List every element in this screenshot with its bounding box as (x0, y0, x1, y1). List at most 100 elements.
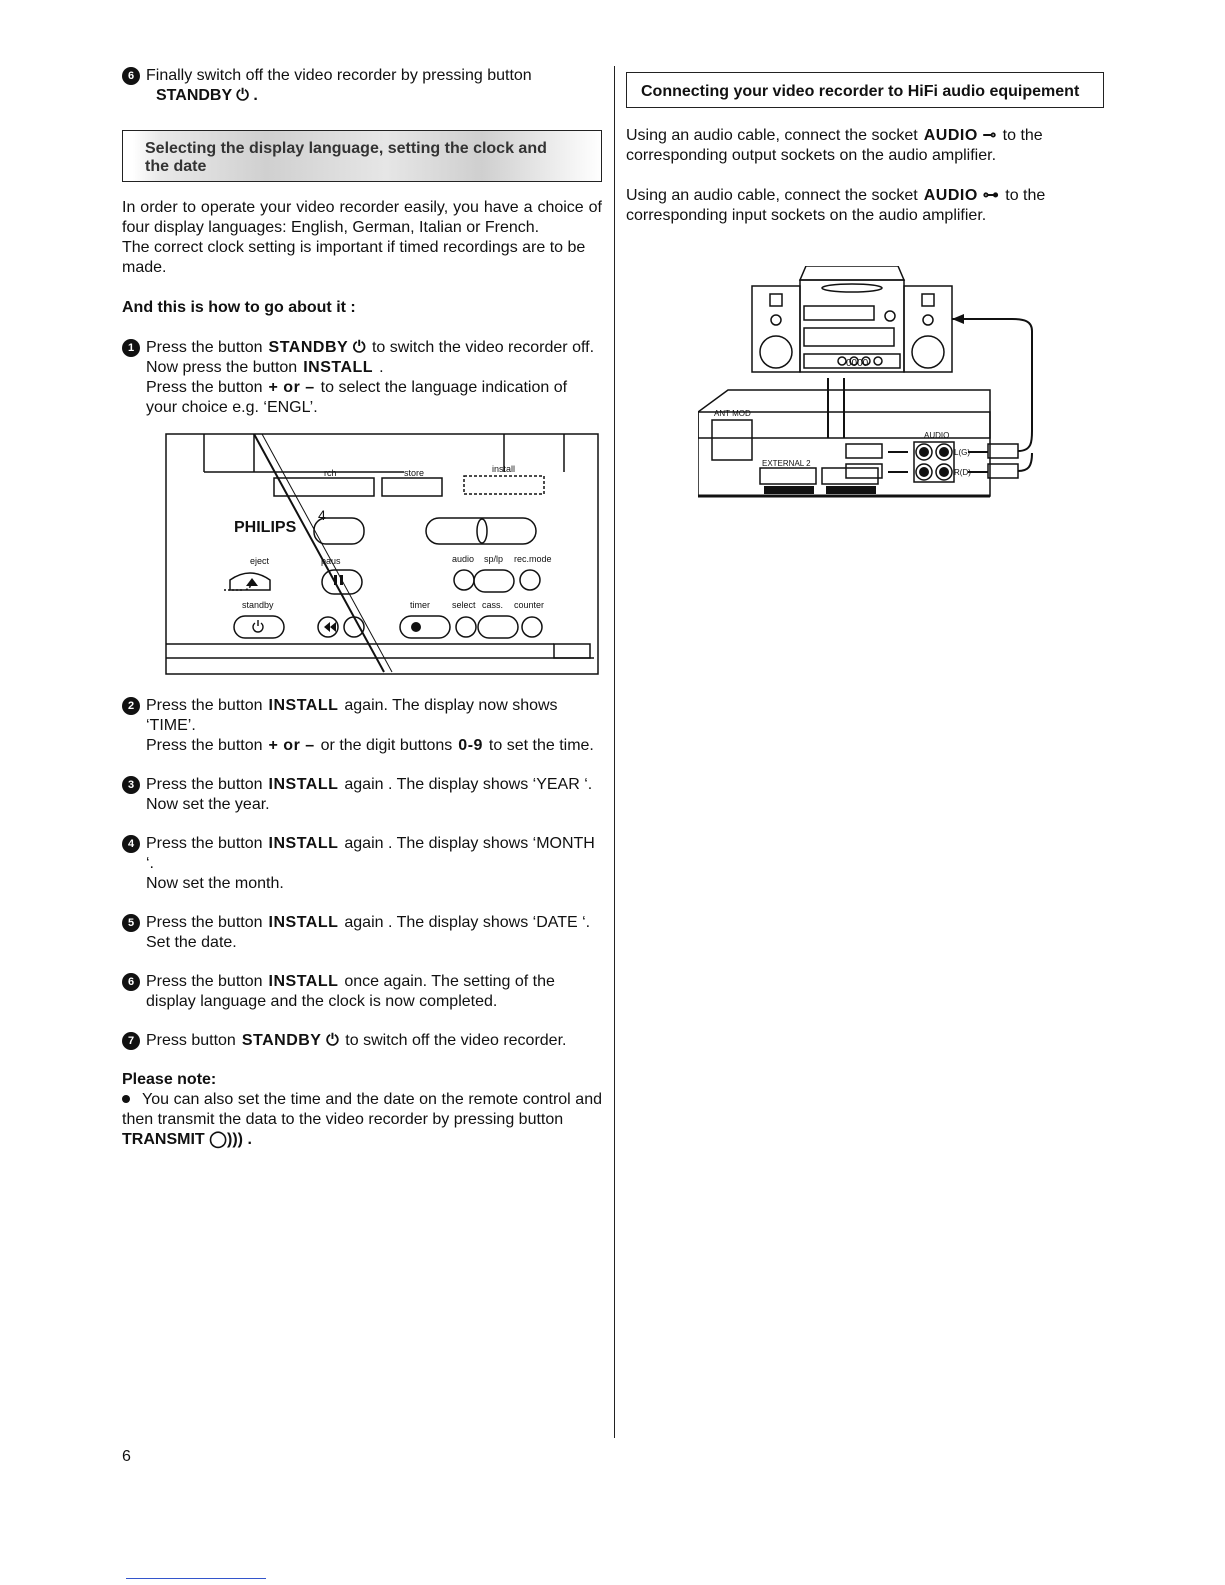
hifi-para-1-a: Using an audio cable, connect the socket (626, 127, 918, 144)
cable-to-amplifier (952, 318, 1033, 452)
hifi-para-1-b: to the corresponding output sockets on t… (626, 127, 1043, 164)
step-number-badge: 7 (122, 1032, 140, 1050)
panel-label-audio: audio (452, 554, 474, 564)
section-heading-line1: Selecting the display language, setting … (145, 140, 547, 157)
hifi-connection-diagram: 0000 ANT MOD EXTERNAL 2 AUDIO L(G) R(D) (698, 266, 1104, 526)
step-5-text-b: again . The display shows ‘DATE ‘. (344, 914, 591, 931)
step-number-badge: 6 (122, 973, 140, 991)
plus-minus-key: + or – (268, 737, 315, 754)
panel-label-counter: counter (514, 600, 544, 610)
vcr-label-external2: EXTERNAL 2 (762, 459, 811, 468)
digit-keys: 0-9 (458, 737, 483, 754)
vcr-label-right: R(D) (954, 468, 971, 477)
panel-label-splp: sp/lp (484, 554, 503, 564)
hifi-diagram-svg: 0000 ANT MOD EXTERNAL 2 AUDIO L(G) R(D) (698, 266, 1033, 498)
install-key: INSTALL (268, 776, 339, 793)
turntable-lid (798, 266, 906, 281)
step-number-badge: 4 (122, 835, 140, 853)
step-number-badge: 3 (122, 776, 140, 794)
standby-power-icon (252, 620, 264, 633)
bullet-icon (122, 1095, 130, 1103)
panel-outline (165, 433, 599, 675)
right-column: Connecting your video recorder to HiFi a… (626, 66, 1104, 526)
step-2-text-d: or the digit buttons (320, 737, 453, 754)
panel-label-timer: timer (410, 600, 430, 610)
footer-line (126, 1578, 266, 1579)
plus-minus-key: + or – (268, 379, 315, 396)
standby-key: STANDBY ⏻ (268, 339, 366, 356)
step-2-text-a: Press the button (146, 697, 263, 714)
audio-out-key: AUDIO ⊸ (923, 127, 997, 144)
vcr-front-panel-illustration: PHILIPS rch store install eject paus aud… (164, 432, 602, 682)
step-1-text-b: to switch the video recorder off. (371, 339, 595, 356)
section-heading-hifi: Connecting your video recorder to HiFi a… (626, 72, 1104, 108)
vcr-panel-svg: PHILIPS rch store install eject paus aud… (165, 433, 599, 675)
panel-label-store: store (404, 468, 424, 478)
column-divider (614, 66, 615, 1438)
timer-icon (411, 622, 421, 632)
left-speaker (751, 285, 801, 373)
panel-label-four: 4 (318, 507, 326, 523)
panel-label-select: select (452, 600, 476, 610)
panel-label-standby: standby (242, 600, 274, 610)
transmit-key: TRANSMIT ◯))) . (122, 1131, 252, 1148)
hifi-display-digits: 0000 (846, 358, 869, 369)
arrow-icon (952, 314, 964, 324)
note-body: You can also set the time and the date o… (122, 1091, 602, 1128)
intro-step-text: Finally switch off the video recorder by… (146, 67, 532, 84)
step-4-text-c: Now set the month. (146, 875, 284, 892)
pause-icon (334, 575, 337, 585)
standby-key: STANDBY ⏻ . (156, 87, 258, 104)
step-7-text-a: Press button (146, 1032, 236, 1049)
page-number: 6 (122, 1448, 131, 1465)
panel-label-pause: paus (321, 556, 341, 566)
step-3: 3 Press the button INSTALL again . The dis… (122, 775, 602, 815)
vcr-label-audio: AUDIO (924, 431, 949, 440)
intro-paragraph-1: In order to operate your video recorder … (122, 199, 602, 236)
step-1-text-c: Now press the button (146, 359, 298, 376)
step-2-text-b: again. The display now shows ‘TIME’. (146, 697, 558, 734)
install-key: INSTALL (268, 914, 339, 931)
note-text: You can also set the time and the date o… (122, 1090, 602, 1130)
panel-label-recmode: rec.mode (514, 554, 552, 564)
step-number-badge: 2 (122, 697, 140, 715)
eject-icon (246, 578, 258, 586)
install-key: INSTALL (268, 697, 339, 714)
panel-label-search: rch (324, 468, 337, 478)
install-key: INSTALL (303, 359, 374, 376)
panel-label-eject: eject (250, 556, 270, 566)
step-5-text-c: Set the date. (146, 934, 237, 951)
step-5-text-a: Press the button (146, 914, 263, 931)
panel-label-install: install (492, 464, 515, 474)
step-3-text-a: Press the button (146, 776, 263, 793)
step-2-text-e: to set the time. (488, 737, 594, 754)
hifi-para-2-a: Using an audio cable, connect the socket (626, 187, 918, 204)
audio-in-key: AUDIO ⊶ (923, 187, 1000, 204)
step-6-text-a: Press the button (146, 973, 263, 990)
step-3-text-c: Now set the year. (146, 796, 270, 813)
standby-key: STANDBY ⏻ (241, 1032, 340, 1049)
step-1-text-d: . (379, 359, 384, 376)
install-key: INSTALL (268, 973, 339, 990)
intro-step: 6 Finally switch off the video recorder … (122, 66, 602, 106)
step-6-text-b: once again. The setting of the display l… (146, 973, 555, 1010)
section-heading-line2: the date (145, 158, 207, 175)
cable-to-hifi (827, 378, 845, 438)
hifi-para-2-b: to the corresponding input sockets on th… (626, 187, 1046, 224)
right-speaker (903, 285, 953, 373)
step-3-text-b: again . The display shows ‘YEAR ‘. (344, 776, 593, 793)
step-2-text-c: Press the button (146, 737, 263, 754)
step-7: 7 Press button STANDBY ⏻ to switch off the… (122, 1031, 602, 1051)
step-1-text-f: to select the language indication of you… (146, 379, 568, 416)
step-number-badge: 6 (122, 67, 140, 85)
vcr-label-antmod: ANT MOD (714, 409, 751, 418)
step-4-text-a: Press the button (146, 835, 263, 852)
howto-heading: And this is how to go about it : (122, 299, 356, 316)
step-7-text-b: to switch off the video recorder. (345, 1032, 567, 1049)
vcr-label-left: L(G) (954, 448, 970, 457)
